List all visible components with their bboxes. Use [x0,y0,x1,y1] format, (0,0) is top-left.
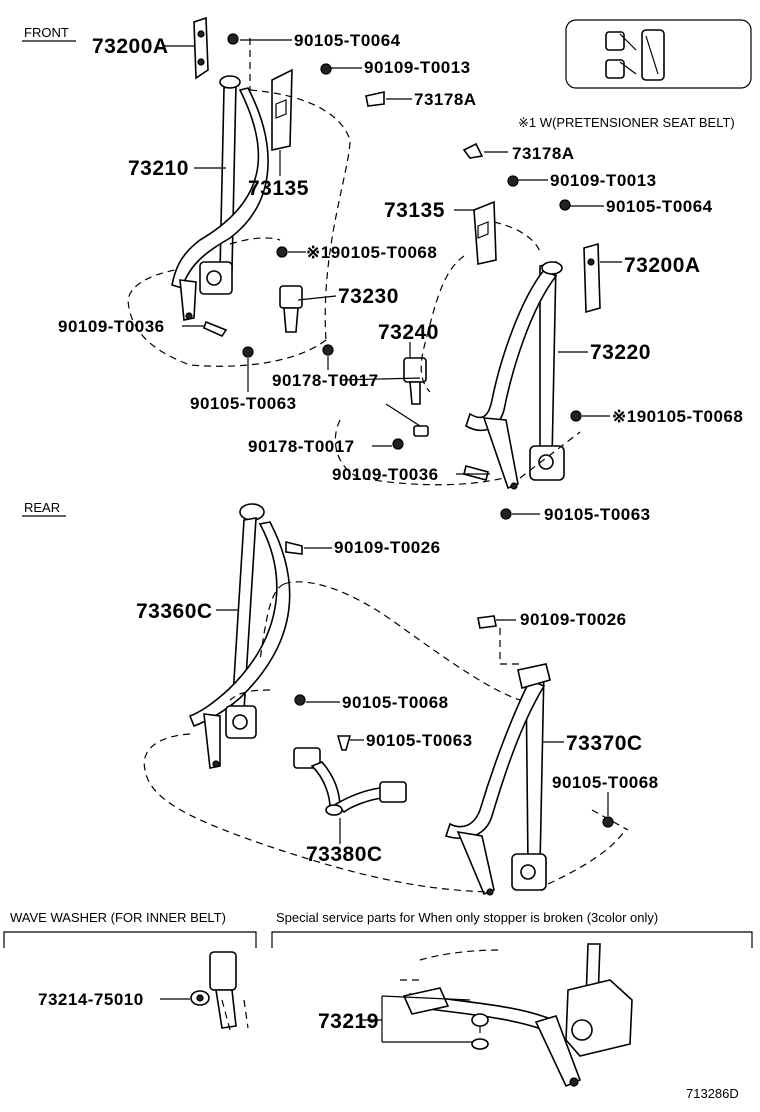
front-right-trim-73135 [473,200,497,265]
front-left-seat-outline [127,38,351,367]
part-number-label[interactable]: 90109-T0036 [332,465,439,484]
bolt-icon [392,142,582,520]
part-number-label[interactable]: 73380C [306,843,383,866]
part-number-label[interactable]: ※190105-T0068 [306,243,437,262]
part-number-label[interactable]: 90105-T0064 [606,197,713,216]
part-number-label[interactable]: 90105-T0068 [552,773,659,792]
part-number-label[interactable]: 90105-T0068 [342,693,449,712]
part-number-label[interactable]: 90109-T0026 [334,538,441,557]
rear-right-retractor-belt-73370C [444,663,551,896]
section-label-special-service: Special service parts for When only stop… [276,910,658,925]
part-number-label[interactable]: 73220 [590,341,651,364]
front-right-retractor-belt-73220 [465,260,565,490]
front-left-trim-73135 [271,68,293,151]
part-number-label[interactable]: 90105-T0063 [366,731,473,750]
part-number-label[interactable]: 73219 [318,1010,379,1033]
wave-washer-buckle-73214 [190,951,249,1031]
part-number-label[interactable]: 73200A [624,254,701,277]
stopper-retractor-73219 [400,943,633,1088]
section-label-rear: REAR [24,500,60,515]
part-number-label[interactable]: 90178-T0017 [248,437,355,456]
part-number-label[interactable]: 73214-75010 [38,990,144,1009]
part-number-label[interactable]: 73178A [414,90,477,109]
section-label-front: FRONT [24,25,69,40]
part-number-label[interactable]: 90178-T0017 [272,371,379,390]
part-number-label[interactable]: 73210 [128,157,189,180]
bolt-icon [203,33,385,358]
part-number-label[interactable]: 73240 [378,321,439,344]
wave-washer-bracket [3,931,257,948]
part-number-label[interactable]: 90109-T0013 [550,171,657,190]
part-number-label[interactable]: 90105-T0063 [544,505,651,524]
part-number-label[interactable]: 73200A [92,35,169,58]
part-number-label[interactable]: 90109-T0026 [520,610,627,629]
part-number-label[interactable]: 73178A [512,144,575,163]
part-number-label[interactable]: 73370C [566,732,643,755]
part-number-label[interactable]: 73135 [384,199,445,222]
rear-buckle-73380C [293,747,407,816]
special-service-bracket [271,931,753,948]
vehicle-seat-layout-icon [565,19,752,89]
part-number-label[interactable]: 90109-T0013 [364,58,471,77]
part-number-label[interactable]: 90105-T0064 [294,31,401,50]
bolt-icon [285,540,614,828]
rear-seat-outline [143,581,627,893]
part-number-label[interactable]: 90105-T0063 [190,394,297,413]
part-number-label[interactable]: 73135 [248,177,309,200]
front-left-retractor-belt-73210 [171,75,269,321]
diagram-code: 713286D [686,1086,739,1101]
front-left-buckle-73230 [279,285,303,333]
part-number-label[interactable]: ※190105-T0068 [612,407,743,426]
front-right-buckle-73240 [385,357,429,437]
part-number-label[interactable]: 73360C [136,600,213,623]
part-number-label[interactable]: 73230 [338,285,399,308]
part-number-label[interactable]: 90109-T0036 [58,317,165,336]
section-label-wave-washer: WAVE WASHER (FOR INNER BELT) [10,910,226,925]
rear-left-retractor-belt-73360C [188,503,291,769]
pretensioner-note: ※1 W(PRETENSIONER SEAT BELT) [518,115,735,130]
front-left-anchor-73200A [193,16,209,80]
front-right-anchor-73200A [583,242,601,314]
